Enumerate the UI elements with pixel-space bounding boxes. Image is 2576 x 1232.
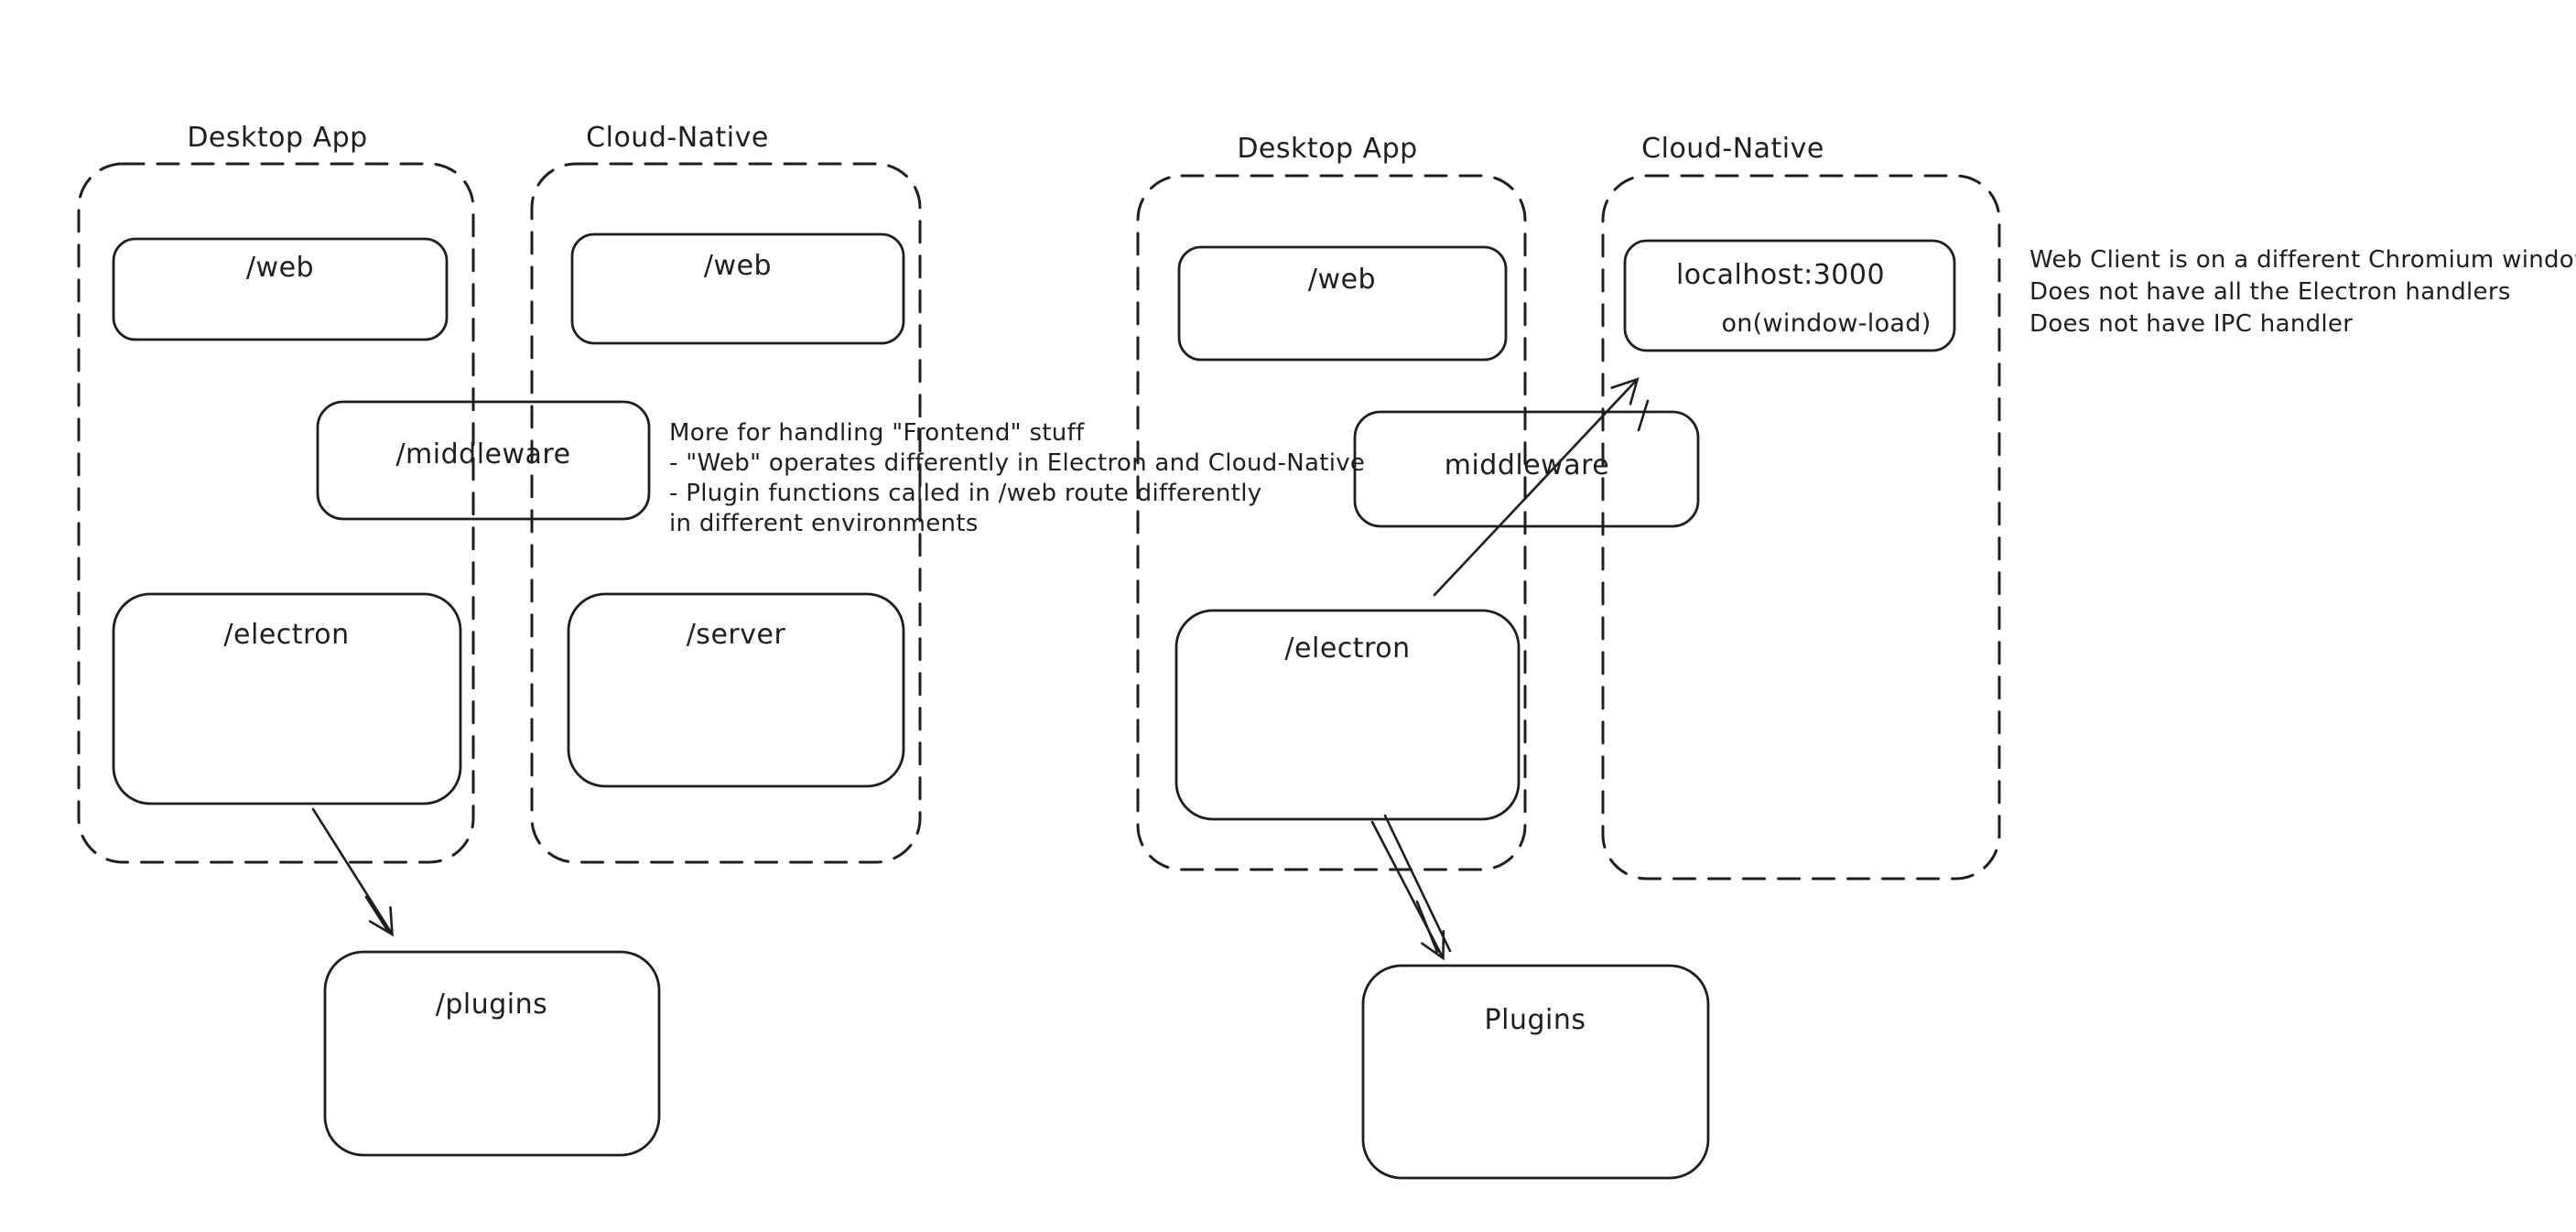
localhost-3000-box[interactable]: [1623, 239, 1956, 352]
left-cloud-web-label: /web: [704, 250, 772, 282]
red-note-line: Web Client is on a different Chromium wi…: [2029, 246, 2576, 274]
localhost-3000-label: localhost:3000: [1676, 259, 1885, 291]
arrow-sketch-stroke: [364, 895, 389, 932]
left-electron-to-plugins-arrow[interactable]: [311, 807, 395, 937]
right-desktop-app-label[interactable]: Desktop App: [1237, 133, 1417, 165]
green-note-line: More for handling "Frontend" stuff: [669, 419, 1085, 447]
left-middleware-label: /middleware: [395, 438, 570, 470]
right-electron-label: /electron: [1284, 632, 1410, 665]
left-cloud-web-box[interactable]: [570, 232, 905, 345]
left-server-box[interactable]: [567, 592, 905, 788]
red-note-line: Does not have IPC handler: [2029, 310, 2353, 338]
left-diagram: Desktop App Cloud-Native /web /web /midd…: [77, 122, 1365, 1157]
right-diagram: Desktop App Cloud-Native /web localhost:…: [1136, 133, 2576, 1180]
left-desktop-app-container[interactable]: [77, 162, 475, 864]
right-desktop-web-box[interactable]: [1177, 245, 1508, 362]
left-plugins-box[interactable]: [323, 950, 661, 1157]
left-desktop-web-label: /web: [246, 252, 314, 284]
right-plugins-label: Plugins: [1485, 1004, 1586, 1036]
left-cloud-native-container[interactable]: [530, 162, 922, 864]
arrow-sketch-stroke: [1415, 900, 1439, 954]
right-cloud-native-label[interactable]: Cloud-Native: [1641, 133, 1824, 165]
arrow-sketch-stroke: [1383, 814, 1452, 953]
left-server-label: /server: [687, 619, 786, 651]
right-desktop-app-container[interactable]: [1136, 174, 1527, 871]
electron-to-localhost-arrow[interactable]: [1433, 377, 1650, 597]
red-note-line: Does not have all the Electron handlers: [2029, 278, 2511, 306]
left-middleware-box[interactable]: [316, 400, 651, 521]
right-plugins-box[interactable]: [1361, 964, 1710, 1180]
right-electron-to-plugins-arrow[interactable]: [1370, 814, 1452, 961]
on-window-load-label: on(window-load): [1721, 309, 1931, 338]
green-note[interactable]: More for handling "Frontend" stuff - "We…: [669, 419, 1365, 537]
left-electron-label: /electron: [223, 619, 349, 651]
green-note-line: - Plugin functions called in /web route …: [669, 480, 1261, 507]
left-electron-box[interactable]: [112, 592, 462, 805]
left-desktop-app-label[interactable]: Desktop App: [187, 122, 367, 154]
right-middleware-label: middleware: [1445, 449, 1610, 481]
arrow-sketch-stroke: [1637, 399, 1650, 432]
green-note-line: - "Web" operates differently in Electron…: [669, 449, 1365, 477]
red-note[interactable]: Web Client is on a different Chromium wi…: [2029, 246, 2576, 338]
right-desktop-web-label: /web: [1308, 264, 1376, 296]
green-note-line: in different environments: [669, 510, 979, 537]
left-plugins-label: /plugins: [436, 989, 548, 1021]
right-electron-box[interactable]: [1174, 609, 1521, 821]
right-middleware-box[interactable]: [1353, 410, 1700, 528]
left-cloud-native-label[interactable]: Cloud-Native: [586, 122, 769, 154]
left-desktop-web-box[interactable]: [112, 237, 449, 341]
